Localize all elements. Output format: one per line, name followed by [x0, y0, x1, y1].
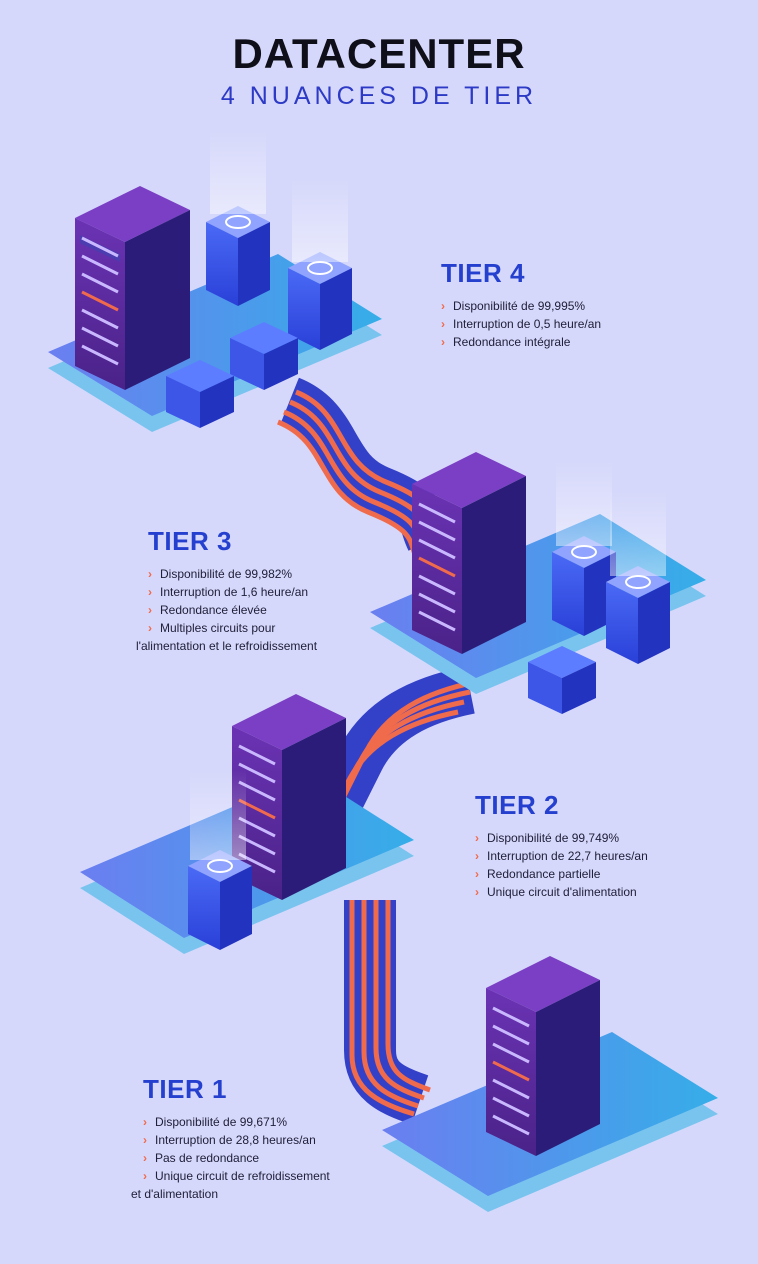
page-title: DATACENTER [232, 30, 526, 77]
tier3-list: Disponibilité de 99,982% Interruption de… [136, 565, 317, 655]
rack-units [81, 236, 119, 366]
tier4-list: Disponibilité de 99,995% Interruption de… [441, 297, 601, 351]
platform-tier4 [48, 130, 382, 432]
list-item: Disponibilité de 99,982% [148, 565, 317, 583]
tier1-list: Disponibilité de 99,671% Interruption de… [131, 1113, 330, 1203]
list-item: Disponibilité de 99,671% [143, 1113, 330, 1131]
tier3-heading: TIER 3 [148, 526, 232, 556]
list-item: Multiples circuits pour [148, 619, 317, 637]
tier1-card: TIER 1 Disponibilité de 99,671% Interrup… [131, 1074, 330, 1203]
page-subtitle: 4 NUANCES DE TIER [220, 82, 538, 110]
list-item: Disponibilité de 99,995% [441, 297, 601, 315]
tier2-card: TIER 2 Disponibilité de 99,749% Interrup… [475, 790, 648, 901]
list-item: Interruption de 0,5 heure/an [441, 315, 601, 333]
list-item: Redondance intégrale [441, 333, 601, 351]
tier1-heading: TIER 1 [143, 1074, 227, 1104]
list-item: Interruption de 28,8 heures/an [143, 1131, 330, 1149]
list-item: Unique circuit d'alimentation [475, 883, 648, 901]
list-item-continuation: et d'alimentation [131, 1187, 219, 1201]
tier4-heading: TIER 4 [441, 258, 525, 288]
list-item: Unique circuit de refroidissement [143, 1167, 330, 1185]
tier3-card: TIER 3 Disponibilité de 99,982% Interrup… [136, 526, 317, 655]
list-item: Pas de redondance [143, 1149, 330, 1167]
list-item: Disponibilité de 99,749% [475, 829, 648, 847]
platform-tier3 [370, 452, 706, 714]
tier2-list: Disponibilité de 99,749% Interruption de… [475, 829, 648, 901]
cable-bundle-2-1 [344, 900, 431, 1125]
list-item: Interruption de 22,7 heures/an [475, 847, 648, 865]
list-item: Interruption de 1,6 heure/an [148, 583, 317, 601]
list-item: Redondance élevée [148, 601, 317, 619]
tier4-card: TIER 4 Disponibilité de 99,995% Interrup… [441, 258, 601, 351]
tier2-heading: TIER 2 [475, 790, 559, 820]
platform-tier2 [80, 694, 414, 954]
list-item: Redondance partielle [475, 865, 648, 883]
platform-tier1 [382, 956, 718, 1212]
list-item-continuation: l'alimentation et le refroidissement [136, 639, 318, 653]
